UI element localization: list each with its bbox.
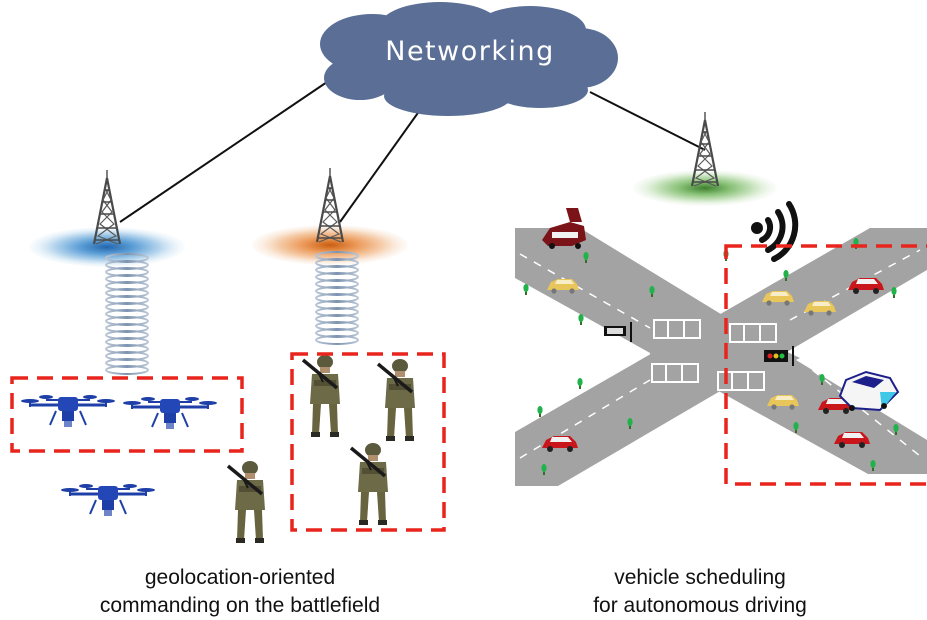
- link-left-tower: [119, 79, 331, 223]
- network-links: [119, 79, 706, 223]
- truck-icon: [542, 208, 586, 249]
- wifi-signal-icon: [751, 201, 799, 262]
- vehicle-caption: vehicle scheduling for autonomous drivin…: [520, 564, 880, 620]
- soldier-icon: [349, 441, 390, 527]
- networking-cloud: [320, 2, 618, 116]
- battlefield-caption-line2: commanding on the battlefield: [99, 594, 381, 617]
- right-tower-coverage: [633, 170, 777, 206]
- battlefield-caption-line1: geolocation-oriented: [144, 566, 336, 589]
- soldier-group: [226, 353, 417, 545]
- drone-icon: [19, 393, 117, 429]
- mid-tower-coverage: [252, 225, 408, 265]
- soldier-icon: [301, 353, 342, 439]
- police-car-icon: [838, 370, 900, 412]
- left-wireless-link: [105, 253, 149, 375]
- traffic-light-icon: [604, 322, 632, 342]
- soldier-icon: [376, 357, 417, 443]
- left-tower-coverage: [29, 227, 185, 267]
- networking-label: Networking: [385, 36, 555, 67]
- vehicles: [542, 208, 900, 452]
- drone-icon: [59, 482, 157, 518]
- drone-cluster-box: [10, 376, 244, 453]
- mid-wireless-link: [315, 251, 359, 345]
- link-mid-tower: [339, 109, 421, 223]
- vehicle-cluster-box: [724, 244, 927, 486]
- soldier-icon: [226, 459, 267, 545]
- traffic-light-icon: [764, 346, 794, 366]
- battlefield-caption: geolocation-oriented commanding on the b…: [60, 564, 420, 620]
- drone-icon: [121, 395, 219, 431]
- vehicle-caption-line1: vehicle scheduling: [614, 566, 786, 589]
- vehicle-caption-line2: for autonomous driving: [593, 594, 807, 617]
- drone-group: [19, 393, 219, 518]
- soldier-cluster-box: [290, 352, 446, 532]
- link-right-tower: [589, 91, 706, 151]
